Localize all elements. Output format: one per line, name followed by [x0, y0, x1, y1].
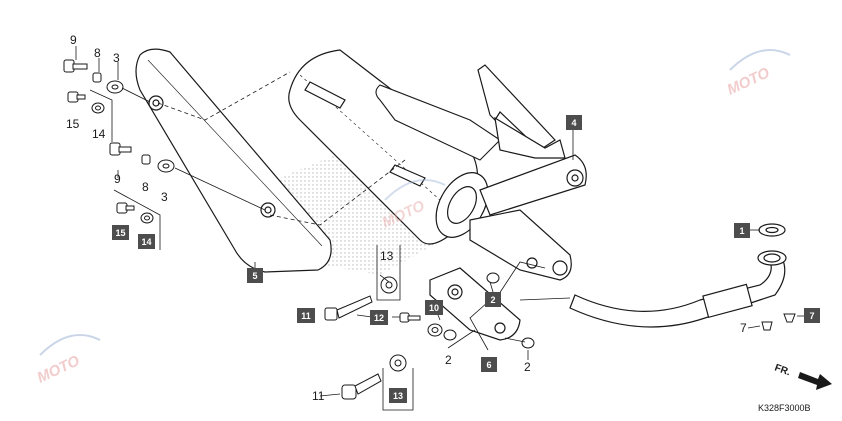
- center-fasteners: [324, 272, 796, 400]
- callout-3-top: 3: [113, 51, 120, 65]
- box-callout-5: 5: [247, 268, 263, 283]
- callout-8-top: 8: [94, 46, 101, 60]
- watermark-text-bottom-left: MOTO: [35, 352, 83, 386]
- svg-text:1: 1: [739, 226, 744, 236]
- pipe-heat-guard[interactable]: [429, 267, 521, 341]
- muffler-inner-tube: [375, 84, 501, 161]
- box-callout-14: 14: [138, 234, 155, 249]
- callout-9-top: 9: [70, 33, 77, 47]
- front-arrow-icon: [798, 372, 832, 390]
- washer-13-top[interactable]: [380, 276, 398, 294]
- svg-text:13: 13: [393, 391, 403, 401]
- dashed-guides: [157, 71, 406, 226]
- callout-15: 15: [66, 117, 80, 131]
- grommet-3-mid[interactable]: [157, 159, 175, 173]
- clip-7-b[interactable]: [783, 313, 796, 323]
- callout-2-a: 2: [445, 353, 452, 367]
- svg-text:6: 6: [486, 360, 491, 370]
- collar-10[interactable]: [427, 323, 443, 337]
- exhaust-pipe[interactable]: [569, 250, 787, 328]
- svg-text:15: 15: [115, 228, 125, 238]
- box-callout-11: 11: [297, 308, 315, 323]
- svg-text:4: 4: [571, 118, 576, 128]
- callout-13: 13: [380, 249, 394, 263]
- clip-7-a[interactable]: [761, 321, 773, 331]
- collar-14-bottom[interactable]: [140, 212, 154, 224]
- mounting-arm[interactable]: [469, 154, 587, 281]
- box-callout-4: 4: [566, 115, 582, 130]
- callout-8-mid: 8: [142, 180, 149, 194]
- box-callout-6: 6: [481, 357, 497, 372]
- front-direction-indicator: FR.: [773, 362, 832, 390]
- bolt-15-top[interactable]: [67, 91, 86, 103]
- box-callout-1: 1: [734, 223, 750, 238]
- svg-text:11: 11: [301, 311, 311, 321]
- svg-text:14: 14: [141, 237, 151, 247]
- washer-8-mid[interactable]: [141, 154, 151, 165]
- grommet-3-top[interactable]: [106, 80, 124, 94]
- box-callout-12: 12: [370, 310, 388, 325]
- svg-text:10: 10: [429, 303, 439, 313]
- callout-11: 11: [312, 389, 325, 403]
- front-direction-label: FR.: [773, 362, 792, 378]
- left-fasteners: [63, 59, 175, 224]
- callout-3-mid: 3: [161, 190, 168, 204]
- muffler-bracket[interactable]: [477, 64, 566, 159]
- bolt-9-top[interactable]: [63, 59, 88, 73]
- bolt-15-bottom[interactable]: [116, 202, 135, 214]
- exhaust-gasket[interactable]: [758, 223, 786, 237]
- watermark-bottom-left: MOTO: [35, 334, 101, 387]
- svg-text:12: 12: [374, 313, 384, 323]
- nut-2-right[interactable]: [521, 337, 535, 349]
- diagram-code: K328F3000B: [758, 403, 811, 413]
- box-callout-10: 10: [425, 300, 443, 315]
- leader-lines: [75, 46, 806, 411]
- nut-2-top[interactable]: [486, 272, 500, 284]
- callout-2-b: 2: [524, 360, 531, 374]
- washer-13-bottom[interactable]: [389, 354, 407, 372]
- bolt-11-top[interactable]: [324, 295, 373, 321]
- svg-text:7: 7: [809, 311, 814, 321]
- box-callout-13: 13: [389, 388, 407, 403]
- washer-8-top[interactable]: [92, 72, 102, 83]
- callout-9-mid: 9: [114, 172, 121, 186]
- bolt-9-mid[interactable]: [109, 142, 132, 156]
- callout-7: 7: [740, 321, 747, 335]
- box-callout-7: 7: [804, 308, 820, 323]
- watermark-top-right: MOTO: [725, 49, 791, 99]
- callout-14: 14: [92, 127, 106, 141]
- box-callout-15: 15: [112, 225, 129, 240]
- bolt-12[interactable]: [399, 312, 421, 323]
- svg-text:5: 5: [252, 271, 257, 281]
- muffler-protector[interactable]: [135, 48, 332, 273]
- nut-2-left[interactable]: [443, 329, 457, 341]
- box-callout-2: 2: [485, 292, 501, 307]
- svg-text:2: 2: [490, 295, 495, 305]
- bolt-11-bottom[interactable]: [341, 373, 382, 400]
- collar-14-top[interactable]: [91, 102, 105, 114]
